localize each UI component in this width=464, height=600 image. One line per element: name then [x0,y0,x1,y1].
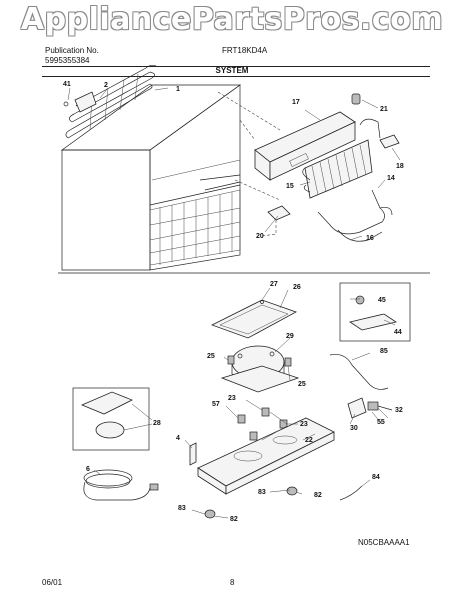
evaporator [302,139,373,199]
part-21-grommet [351,93,361,105]
callout-23-right: 23 [300,421,308,428]
evaporator-cover [254,111,356,181]
part-44-bracket [349,313,397,331]
publication-number: 5995355384 [45,56,90,65]
part-28-pan [80,391,133,415]
part-2-bracket [74,91,97,113]
compressor [220,345,300,393]
callout-82-upper: 82 [314,492,322,499]
callout-83-lower: 83 [178,505,186,512]
part-23-grommet-a [261,407,270,417]
callout-27: 27 [270,281,278,288]
detail-box-28 [72,387,150,451]
watermark: AppliancePartsPros.com [20,2,444,37]
base-plate [197,417,335,495]
part-45-screw [355,295,365,305]
part-30-relay [347,397,367,419]
callout-85: 85 [380,348,388,355]
part-4-clip [189,442,197,466]
drain-pan [210,299,297,339]
callout-15: 15 [286,183,294,190]
part-25-screw-left [227,355,235,365]
part-84-tube [339,485,363,501]
callout-55: 55 [377,419,385,426]
part-21-tube [359,118,381,139]
part-14-bracket [317,189,385,235]
header-rule [42,66,430,67]
callout-32: 32 [395,407,403,414]
part-20-pad [267,205,291,221]
detail-box-44-45 [339,282,411,342]
diagram-reference-code: N05CBAAAA1 [358,538,410,547]
callout-18: 18 [396,163,404,170]
part-82-foot-left [204,509,216,519]
publication-block: Publication No. 5995355384 [45,46,99,66]
part-25-screw-right [284,357,292,367]
callout-1: 1 [176,86,180,93]
model-number: FRT18KD4A [222,46,268,55]
callout-84: 84 [372,474,380,481]
section-title: SYSTEM [215,66,249,75]
part-82-foot-right [286,486,298,496]
callout-6: 6 [86,466,90,473]
part-41-screw [63,101,69,107]
part-57-grommet [237,414,246,424]
footer-date: 06/01 [42,578,63,587]
part-18-pad [379,134,400,149]
part-55-overload [367,401,379,411]
callout-14: 14 [387,175,395,182]
callout-83-upper: 83 [258,489,266,496]
callout-41: 41 [63,81,71,88]
callout-26: 26 [293,284,301,291]
footer-page-number: 8 [230,578,235,587]
part-6-power-cord [83,469,159,501]
callout-25-right: 25 [298,381,306,388]
callout-29: 29 [286,333,294,340]
callout-23-top: 23 [228,395,236,402]
callout-82-lower: 82 [230,516,238,523]
callout-17: 17 [292,99,300,106]
callout-45: 45 [378,297,386,304]
callout-25-left: 25 [207,353,215,360]
callout-2: 2 [104,82,108,89]
title-rule [42,76,430,77]
part-28-compressor [95,421,125,439]
callout-28: 28 [153,420,161,427]
callout-4: 4 [176,435,180,442]
publication-label: Publication No. [45,46,99,55]
callout-44: 44 [394,329,402,336]
callout-30: 30 [350,425,358,432]
cabinet-drawing [60,84,242,271]
callout-16: 16 [366,235,374,242]
part-32-lead [377,405,393,411]
part-85-tube [329,354,389,390]
callout-57: 57 [212,401,220,408]
callout-22: 22 [305,437,313,444]
part-16-support [337,229,383,242]
part-23-grommet-b [249,431,258,441]
callout-20: 20 [256,233,264,240]
callout-21: 21 [380,106,388,113]
